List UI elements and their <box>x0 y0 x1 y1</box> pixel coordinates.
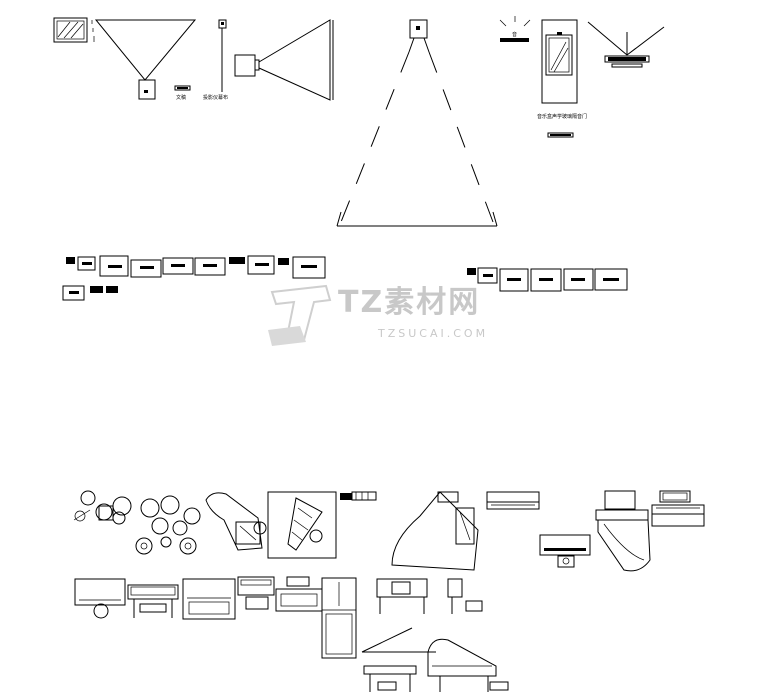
ceiling-speaker: 音 <box>499 16 531 42</box>
upright-piano-front-2 <box>539 534 591 568</box>
watermark-brand: TZ素材网 <box>338 285 480 320</box>
harp-panel <box>267 491 337 559</box>
grand-piano-top-view-1 <box>205 492 267 551</box>
watermark-logo: TZ素材网 TZSUCAI.COM <box>268 284 488 346</box>
watermark-url: TZSUCAI.COM <box>377 327 488 340</box>
grand-piano-top-view-2 <box>391 491 479 571</box>
grand-piano-side <box>595 490 651 572</box>
tv-monitor-block <box>53 17 95 43</box>
guitar-side <box>340 491 377 501</box>
projector-label: 投影仪幕布 <box>203 94 228 101</box>
upright-piano-front-1 <box>486 491 540 510</box>
side-projection-cone <box>234 19 334 101</box>
speaker-plan-row-left <box>62 255 326 301</box>
drum-kit-large <box>135 495 201 555</box>
ceiling-mount-fan <box>587 21 665 68</box>
drum-kit-small <box>73 490 132 525</box>
screen-symbol: 文稿 <box>174 85 191 101</box>
dashed-projection-beam <box>336 19 498 227</box>
acoustic-glass-door: 音乐盒声学玻璃隔音门 <box>537 19 587 138</box>
grand-piano-elevations <box>361 627 509 692</box>
speaker-label: 音 <box>512 31 517 38</box>
speaker-plan-row-right <box>467 267 628 292</box>
screen-label: 文稿 <box>176 94 186 101</box>
keyboard-on-stand <box>651 490 705 527</box>
ceiling-projection-cone <box>94 19 197 100</box>
projector-stand: 投影仪幕布 <box>203 19 228 101</box>
door-caption: 音乐盒声学玻璃隔音门 <box>537 113 587 120</box>
instrument-row-lower <box>74 576 483 659</box>
